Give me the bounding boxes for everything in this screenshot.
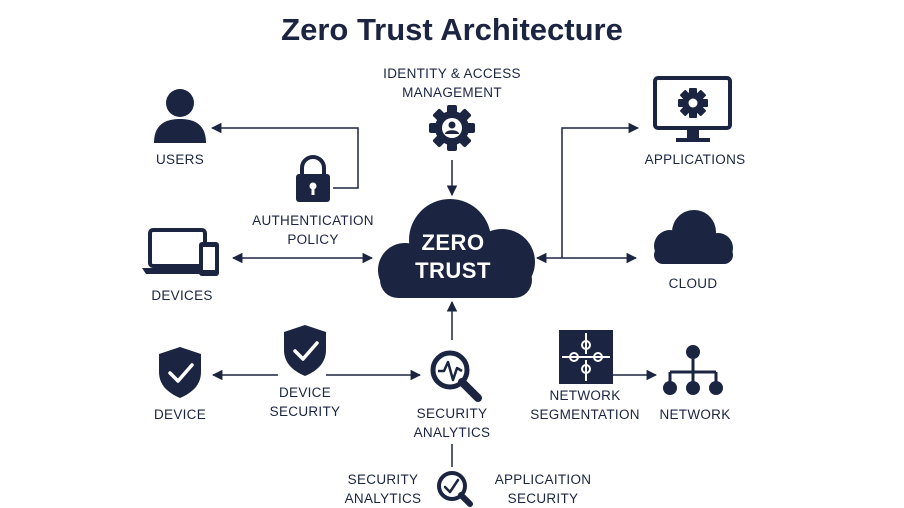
- auth-policy-label-line-1: AUTHENTICATION: [252, 213, 374, 228]
- network-segmentation-label-line-2: SEGMENTATION: [530, 407, 640, 422]
- security-analytics-label-line-2: ANALYTICS: [413, 425, 491, 440]
- security-analytics-2-label-line-2: ANALYTICS: [344, 491, 422, 506]
- security-analytics-label: SECURITY ANALYTICS: [397, 404, 507, 442]
- monitor-gear-icon: [653, 76, 732, 142]
- connector-users: [210, 122, 359, 189]
- security-analytics-2-label: SECURITY ANALYTICS: [333, 470, 433, 508]
- connectors: [210, 122, 658, 467]
- network-tree-icon: [663, 345, 723, 395]
- device-label: DEVICE: [153, 407, 207, 422]
- magnifier-pulse-icon: [430, 350, 482, 402]
- network-segmentation-label: NETWORK SEGMENTATION: [520, 386, 650, 424]
- zero-trust-cloud-icon: [378, 199, 535, 298]
- puzzle-icon: [559, 330, 613, 384]
- users-label: USERS: [155, 152, 204, 167]
- devices-label: DEVICES: [151, 288, 213, 303]
- security-analytics-label-line-1: SECURITY: [416, 406, 488, 421]
- lock-icon: [296, 155, 330, 202]
- shield-check-icon: [159, 347, 201, 398]
- gear-user-icon: [429, 105, 475, 151]
- user-icon: [154, 89, 206, 143]
- network-segmentation-label-line-1: NETWORK: [549, 388, 621, 403]
- connector-applications: [561, 122, 640, 258]
- security-analytics-2-label-line-1: SECURITY: [347, 472, 419, 487]
- application-security-label: APPLICAITION SECURITY: [478, 470, 608, 508]
- diagram-title: Zero Trust Architecture: [281, 12, 623, 47]
- zero-trust-line-1: ZERO: [421, 230, 485, 255]
- application-security-label-line-2: SECURITY: [507, 491, 579, 506]
- device-security-label-line-2: SECURITY: [269, 404, 341, 419]
- network-label: NETWORK: [659, 407, 731, 422]
- iam-label-line-2: MANAGEMENT: [402, 85, 502, 100]
- applications-label: APPLICATIONS: [644, 152, 746, 167]
- cloud-icon: [654, 210, 733, 264]
- zero-trust-line-2: TRUST: [415, 258, 491, 283]
- device-security-label: DEVICE SECURITY: [255, 383, 355, 421]
- laptop-phone-icon: [142, 228, 219, 276]
- iam-label-line-1: IDENTITY & ACCESS: [383, 66, 521, 81]
- magnifier-check-icon: [437, 471, 473, 507]
- zero-trust-label: ZERO TRUST: [405, 229, 501, 285]
- auth-policy-label: AUTHENTICATION POLICY: [238, 211, 388, 249]
- device-security-label-line-1: DEVICE: [278, 385, 332, 400]
- auth-policy-label-line-2: POLICY: [287, 232, 339, 247]
- shield-check-icon: [284, 325, 326, 376]
- cloud-label: CLOUD: [668, 276, 718, 291]
- application-security-label-line-1: APPLICAITION: [494, 472, 592, 487]
- iam-label: IDENTITY & ACCESS MANAGEMENT: [372, 64, 532, 102]
